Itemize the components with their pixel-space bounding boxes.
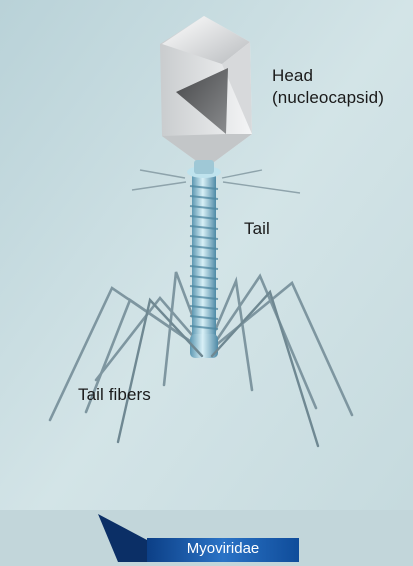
tail-sheath bbox=[187, 166, 221, 358]
head-label: Head (nucleocapsid) bbox=[272, 65, 384, 109]
head-label-line1: Head bbox=[272, 65, 384, 87]
tail-label: Tail bbox=[244, 218, 270, 240]
family-name-tag: Myoviridae bbox=[147, 538, 299, 560]
tail-fibers-label: Tail fibers bbox=[78, 384, 151, 406]
head-label-line2: (nucleocapsid) bbox=[272, 87, 384, 109]
